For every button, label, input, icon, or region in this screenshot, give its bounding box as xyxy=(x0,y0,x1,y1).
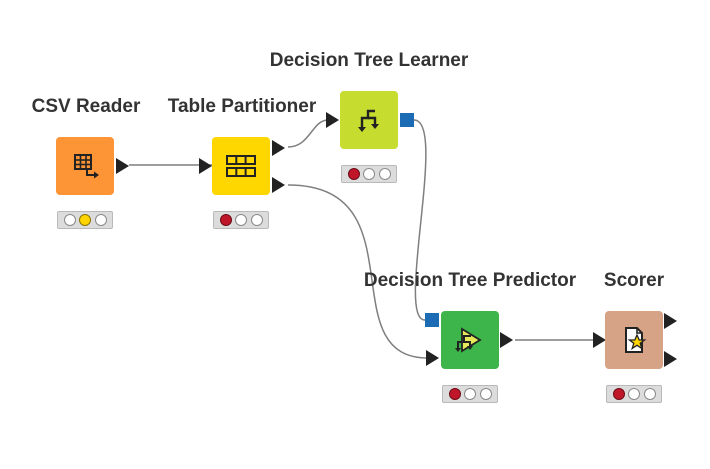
decision-tree-learner-status xyxy=(341,165,397,183)
status-light-3 xyxy=(94,214,107,226)
decision-tree-predictor-model-input-port[interactable] xyxy=(425,313,439,327)
predict-icon xyxy=(455,327,482,353)
decision-tree-learner-model-output-port[interactable] xyxy=(400,113,414,127)
csv-reader-node[interactable] xyxy=(56,137,114,195)
edge-learner-to-predictor-model[interactable] xyxy=(413,119,427,321)
status-light-3 xyxy=(378,168,391,180)
status-light-3 xyxy=(479,388,492,400)
csv-reader-output-port[interactable] xyxy=(116,158,129,174)
csv-reader-title: CSV Reader xyxy=(31,96,141,117)
status-light-1 xyxy=(448,388,461,400)
scorer-output-port-1[interactable] xyxy=(664,313,677,329)
scorer-icon xyxy=(625,327,647,353)
status-light-2 xyxy=(464,388,476,400)
tree-icon xyxy=(358,109,379,132)
table-partitioner-output-port-2[interactable] xyxy=(272,177,285,193)
status-light-2 xyxy=(628,388,640,400)
table-partitioner-title: Table Partitioner xyxy=(167,96,317,117)
edge-partitioner-to-learner[interactable] xyxy=(287,119,329,148)
scorer-title: Scorer xyxy=(603,270,665,291)
status-light-2 xyxy=(235,214,247,226)
scorer-node[interactable] xyxy=(605,311,663,369)
status-light-3 xyxy=(250,214,263,226)
decision-tree-predictor-title: Decision Tree Predictor xyxy=(363,270,577,291)
status-light-1 xyxy=(347,168,360,180)
table-partitioner-status xyxy=(213,211,269,229)
status-light-1 xyxy=(219,214,232,226)
table-export-icon xyxy=(74,154,99,179)
status-light-1 xyxy=(612,388,625,400)
scorer-status xyxy=(606,385,662,403)
decision-tree-learner-node[interactable] xyxy=(340,91,398,149)
status-light-1 xyxy=(63,214,76,226)
status-light-3 xyxy=(643,388,656,400)
decision-tree-predictor-data-input-port[interactable] xyxy=(426,350,439,366)
decision-tree-predictor-output-port[interactable] xyxy=(500,332,513,348)
table-partitioner-output-port-1[interactable] xyxy=(272,140,285,156)
partition-icon xyxy=(226,155,256,177)
status-light-2 xyxy=(363,168,375,180)
decision-tree-learner-title: Decision Tree Learner xyxy=(269,50,469,71)
scorer-output-port-2[interactable] xyxy=(664,351,677,367)
edge-partitioner-to-predictor[interactable] xyxy=(287,184,429,359)
decision-tree-learner-input-port[interactable] xyxy=(326,112,339,128)
status-light-2 xyxy=(79,214,91,226)
table-partitioner-input-port[interactable] xyxy=(199,158,212,174)
csv-reader-status xyxy=(57,211,113,229)
scorer-input-port[interactable] xyxy=(593,332,606,348)
table-partitioner-node[interactable] xyxy=(212,137,270,195)
decision-tree-predictor-node[interactable] xyxy=(441,311,499,369)
decision-tree-predictor-status xyxy=(442,385,498,403)
